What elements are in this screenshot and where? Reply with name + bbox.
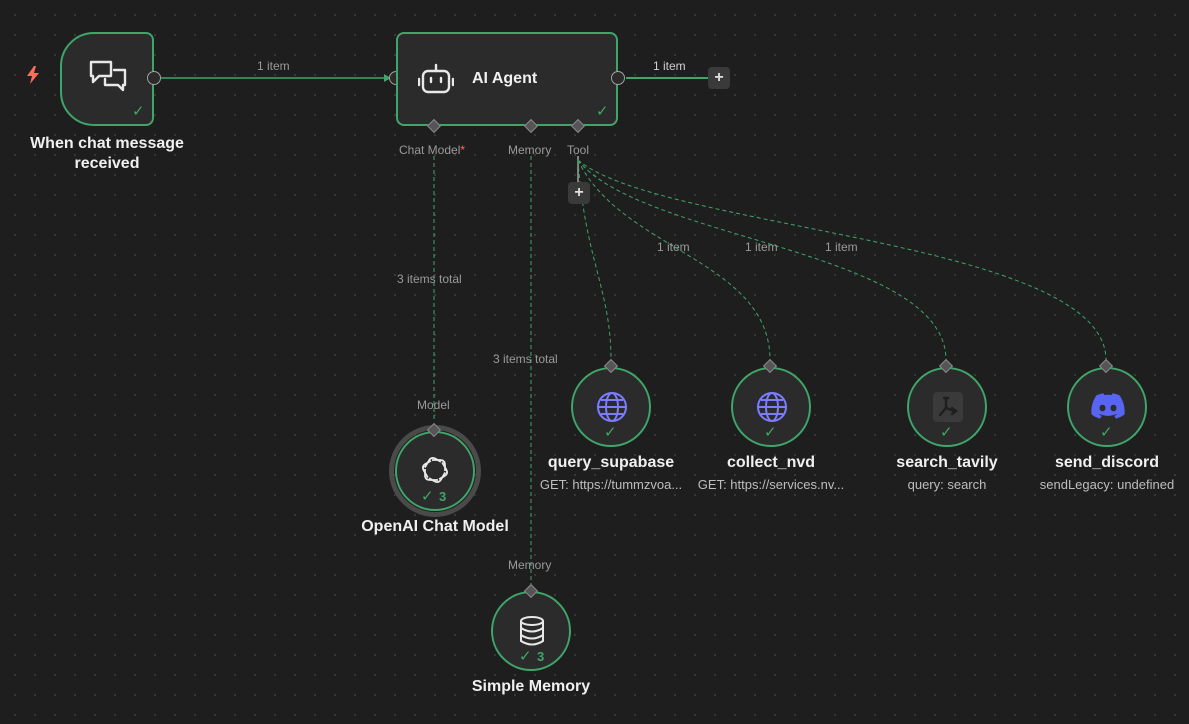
tavily-logo-icon bbox=[932, 391, 964, 428]
run-count-badge: 3 bbox=[439, 489, 447, 504]
tool-port-label: Tool bbox=[567, 143, 590, 157]
check-icon: ✓ bbox=[421, 488, 434, 505]
edge-label-collect-nvd: 1 item bbox=[657, 240, 690, 254]
edge-label-memory-total: 3 items total bbox=[493, 352, 558, 366]
edge-tool-collect-nvd bbox=[577, 159, 771, 361]
trigger-output-handle[interactable] bbox=[147, 71, 161, 85]
globe-icon bbox=[596, 391, 628, 428]
edge-label-agent-output: 1 item bbox=[653, 59, 686, 73]
ai-agent-node[interactable]: AI Agent ✓ bbox=[396, 32, 618, 126]
trigger-node[interactable]: ✓ bbox=[60, 32, 154, 126]
model-input-label: Model bbox=[417, 398, 450, 412]
trigger-node-label: When chat message received bbox=[30, 135, 184, 172]
openai-chat-model-node[interactable]: ✓ 3 bbox=[395, 431, 475, 511]
check-icon: ✓ bbox=[132, 103, 145, 120]
globe-icon bbox=[756, 391, 788, 428]
send-discord-node[interactable]: ✓ bbox=[1067, 367, 1147, 447]
send-discord-label: send_discord bbox=[1054, 454, 1160, 471]
search-tavily-label: search_tavily bbox=[896, 454, 998, 471]
edge-tool-send-discord bbox=[577, 159, 1107, 361]
query-supabase-subtitle: GET: https://tummzvoa... bbox=[539, 477, 683, 492]
check-icon: ✓ bbox=[519, 648, 532, 665]
search-tavily-node[interactable]: ✓ bbox=[907, 367, 987, 447]
chat-model-port-label: Chat Model* bbox=[399, 143, 466, 157]
collect-nvd-node[interactable]: ✓ bbox=[731, 367, 811, 447]
edge-arrowhead bbox=[384, 74, 391, 82]
edge-label-trigger-agent: 1 item bbox=[257, 59, 290, 73]
add-node-button[interactable]: + bbox=[708, 67, 730, 89]
check-icon: ✓ bbox=[764, 424, 777, 441]
edge-tool-query-supabase bbox=[577, 159, 612, 361]
query-supabase-node[interactable]: ✓ bbox=[571, 367, 651, 447]
collect-nvd-label: collect_nvd bbox=[726, 454, 816, 471]
check-icon: ✓ bbox=[940, 424, 953, 441]
lightning-bolt-icon bbox=[26, 66, 40, 89]
send-discord-subtitle: sendLegacy: undefined bbox=[1039, 477, 1175, 492]
robot-icon bbox=[417, 62, 455, 103]
run-count-badge: 3 bbox=[537, 649, 545, 664]
edge-label-send-discord: 1 item bbox=[825, 240, 858, 254]
memory-input-label: Memory bbox=[508, 558, 552, 572]
edge-label-search-tavily: 1 item bbox=[745, 240, 778, 254]
database-icon bbox=[518, 616, 546, 651]
required-marker: * bbox=[460, 143, 466, 157]
search-tavily-subtitle: query: search bbox=[907, 477, 987, 492]
check-icon: ✓ bbox=[1100, 424, 1113, 441]
collect-nvd-subtitle: GET: https://services.nv... bbox=[697, 477, 845, 492]
ai-agent-title: AI Agent bbox=[472, 70, 538, 87]
check-icon: ✓ bbox=[604, 424, 617, 441]
add-tool-button[interactable]: + bbox=[568, 182, 590, 204]
simple-memory-node[interactable]: ✓ 3 bbox=[491, 591, 571, 671]
query-supabase-label: query_supabase bbox=[547, 454, 675, 471]
check-icon: ✓ bbox=[596, 103, 609, 120]
edge-label-model-total: 3 items total bbox=[397, 272, 462, 286]
openai-logo-icon bbox=[419, 454, 451, 491]
edge-tool-search-tavily bbox=[577, 159, 947, 361]
agent-output-handle[interactable] bbox=[611, 71, 625, 85]
discord-logo-icon bbox=[1091, 393, 1125, 424]
simple-memory-label: Simple Memory bbox=[471, 678, 591, 695]
memory-port-label: Memory bbox=[508, 143, 552, 157]
openai-node-label: OpenAI Chat Model bbox=[361, 518, 509, 535]
chat-bubbles-icon bbox=[88, 58, 128, 101]
